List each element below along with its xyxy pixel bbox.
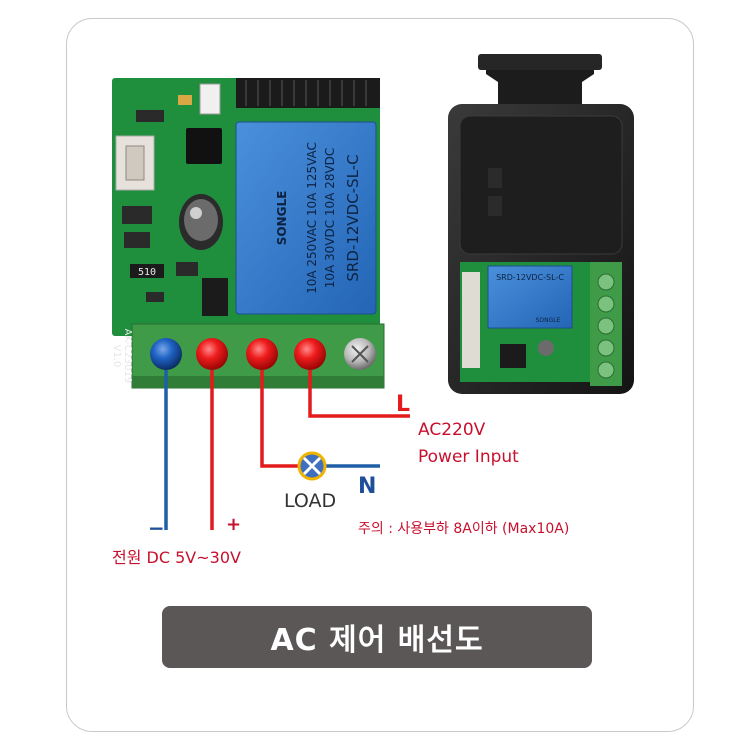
svg-text:SRD-12VDC-SL-C: SRD-12VDC-SL-C (344, 154, 362, 281)
pcb-version: V1.0 (111, 345, 122, 368)
label-warning: 주의 : 사용부하 8A이하 (Max10A) (358, 521, 570, 537)
terminal-dc-plus (196, 338, 228, 370)
terminal-dc-minus (150, 338, 182, 370)
terminal-com (246, 338, 278, 370)
pin-header (236, 78, 380, 108)
label-minus: − (148, 516, 165, 540)
wire-com-load (260, 370, 298, 468)
relay: SRD-12VDC-SL-C 10A 30VDC 10A 28VDC 10A 2… (235, 121, 377, 315)
label-live: L (396, 392, 411, 417)
terminal-block (131, 323, 385, 389)
svg-text:10A 250VAC 10A 125VAC: 10A 250VAC 10A 125VAC (305, 142, 319, 294)
label-power-input: Power Input (418, 447, 519, 467)
caption-title: AC 제어 배선도 (270, 623, 484, 658)
tact-button (115, 135, 155, 191)
ic-chip (186, 128, 222, 164)
wires (164, 370, 410, 530)
load-lamp-icon (297, 451, 327, 481)
label-ac-voltage: AC220V (418, 420, 486, 440)
resistor-510: 510 (130, 264, 164, 278)
wire-live (308, 370, 410, 418)
enclosure-relay (487, 265, 573, 329)
label-plus: + (226, 514, 242, 535)
relay-module: 510 SRD-12VDC-SL-C 10A 30VDC 10A 28VDC 1… (111, 78, 385, 389)
svg-text:510: 510 (138, 267, 156, 278)
pcb-marking: AK-C23019 (122, 329, 133, 384)
terminal-no (294, 338, 326, 370)
enclosure-module: SRD-12VDC-SL-C SONGLE (448, 54, 634, 394)
label-neutral: N (358, 474, 377, 499)
svg-text:10A 30VDC 10A 28VDC: 10A 30VDC 10A 28VDC (323, 148, 337, 289)
svg-text:SRD-12VDC-SL-C: SRD-12VDC-SL-C (496, 273, 564, 282)
label-dc-power: 전원 DC 5V~30V (112, 548, 241, 567)
svg-text:SONGLE: SONGLE (536, 317, 561, 324)
capacitor (179, 194, 223, 250)
svg-text:SONGLE: SONGLE (275, 191, 289, 246)
caption-bar: AC 제어 배선도 (162, 606, 592, 668)
label-load: LOAD (284, 490, 337, 512)
